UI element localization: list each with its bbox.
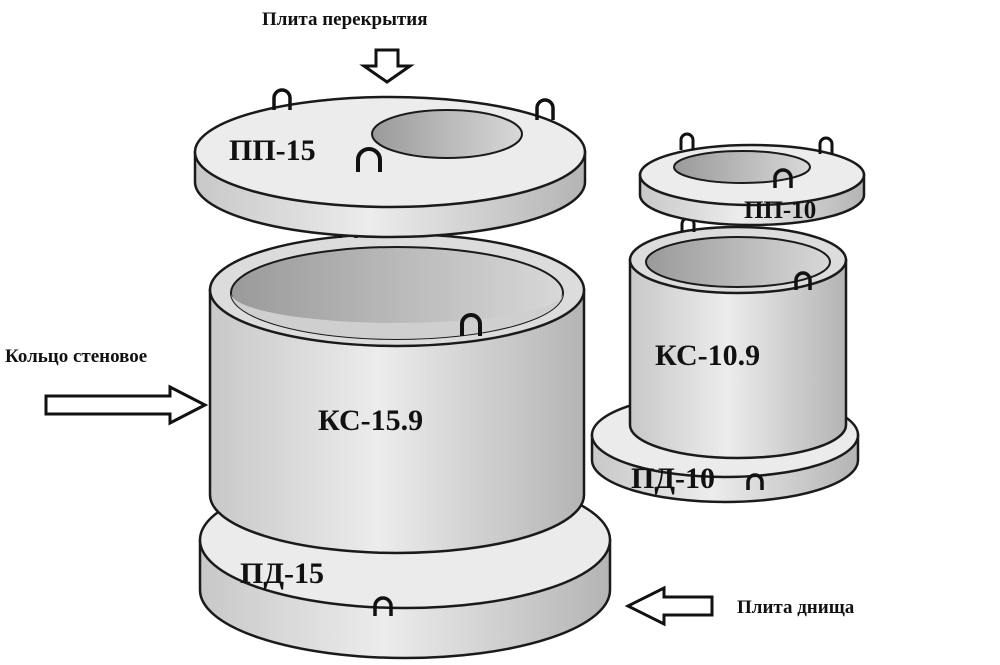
left-arrow-icon [624, 585, 714, 627]
lifting-loop-icon [535, 98, 555, 120]
big-cover-slab [193, 95, 587, 239]
lifting-loop-icon [272, 88, 292, 110]
small-cover-slab [638, 143, 866, 227]
big-wall-ring [208, 232, 586, 555]
small-wall-ring [628, 225, 848, 460]
big-cover-code: ПП-15 [229, 134, 316, 167]
lifting-loop-icon [460, 313, 482, 336]
right-arrow-icon [44, 384, 209, 426]
lifting-loop-icon [356, 147, 382, 172]
lifting-loop-icon [794, 271, 812, 290]
lifting-loop-icon [773, 168, 793, 188]
big-ring-code: КС-15.9 [318, 404, 423, 437]
small-cover-code: ПП-10 [744, 197, 816, 224]
down-arrow-icon [359, 48, 415, 84]
top-slab-label: Плита перекрытия [262, 9, 428, 30]
big-base-code: ПД-15 [240, 557, 324, 590]
bottom-slab-label: Плита днища [737, 597, 855, 618]
lifting-loop-icon [373, 596, 393, 616]
small-ring-code: КС-10.9 [655, 339, 760, 372]
wall-ring-label: Кольцо стеновое [5, 346, 147, 367]
small-base-code: ПД-10 [631, 462, 715, 495]
lifting-loop-icon [818, 136, 834, 154]
lifting-loop-icon [746, 473, 764, 490]
lifting-loop-icon [679, 132, 695, 150]
